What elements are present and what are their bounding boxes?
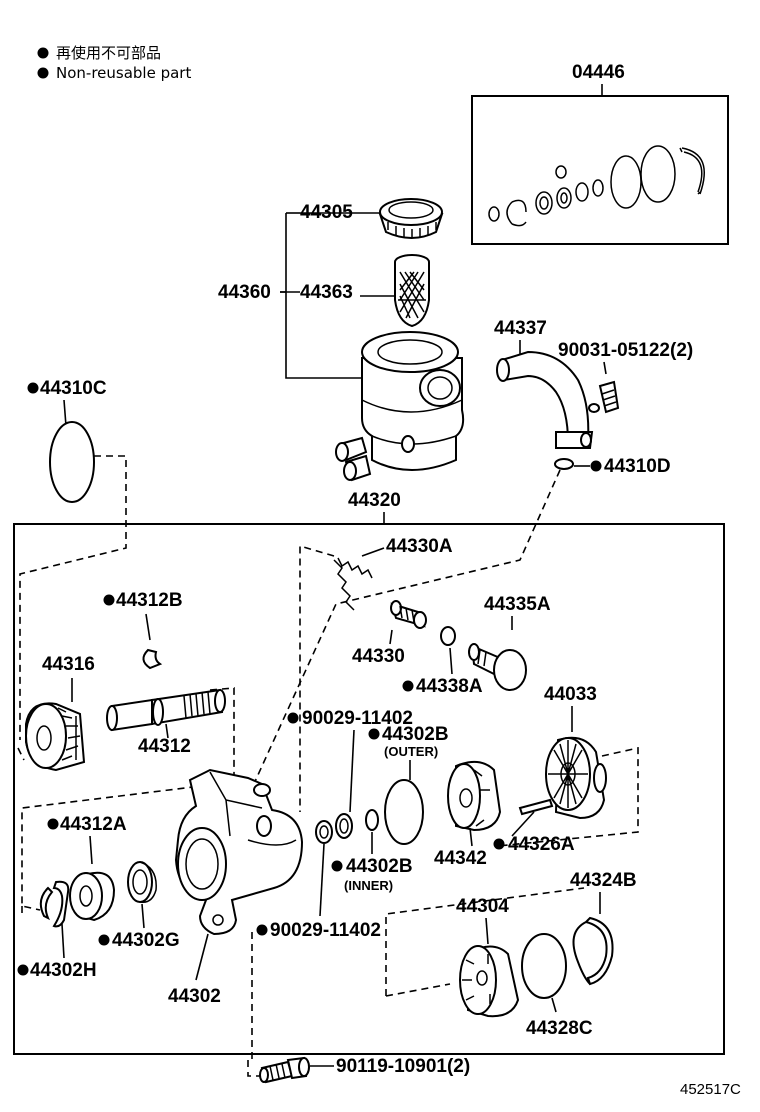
housing-44033-group: 44033 <box>497 684 639 847</box>
snap-44302h-group: 44302H <box>17 880 97 981</box>
reservoir-group: 44305 44360 44363 <box>218 198 465 482</box>
outer-note: (OUTER) <box>384 744 438 759</box>
pin-group: 44326A <box>493 798 575 855</box>
pipe-group: 44337 90031-05122(2) <box>494 318 693 449</box>
legend: 再使用不可部品 Non-reusable part <box>37 44 191 82</box>
bolt-group: 90119-10901(2) <box>247 1056 470 1084</box>
union-group: 44335A 44338A <box>402 594 551 697</box>
label-44326A: 44326A <box>508 834 575 855</box>
seal-44302g <box>127 861 153 903</box>
legend-dot <box>37 47 49 59</box>
label-44312: 44312 <box>138 736 191 757</box>
reservoir-tank <box>335 331 465 482</box>
label-44363: 44363 <box>300 282 353 303</box>
label-44310C: 44310C <box>40 378 107 399</box>
oring-44328c <box>521 933 567 999</box>
oring-90029-bottom <box>315 820 333 844</box>
kit-parts <box>488 145 705 227</box>
oring-302b-outer-group: 44302B (OUTER) <box>368 724 449 845</box>
label-44324B: 44324B <box>570 870 637 891</box>
snap-44324b-group: 44324B <box>570 870 637 986</box>
label-44033: 44033 <box>544 684 597 705</box>
label-44338A: 44338A <box>416 676 483 697</box>
oring-44302b-outer <box>384 779 424 845</box>
rotor-plate-group: 44304 <box>385 887 585 1018</box>
label-44312A: 44312A <box>60 814 127 835</box>
reservoir-cap <box>378 198 444 239</box>
snap-ring-44324b <box>572 916 614 986</box>
kit-frame <box>471 95 729 245</box>
oring-44310c <box>49 421 95 503</box>
label-44304: 44304 <box>456 896 509 917</box>
return-pipe <box>500 350 590 444</box>
label-90029-bottom: 90029-11402 <box>270 920 381 941</box>
oring-44310c-group: 44310C <box>19 378 127 740</box>
legend-dot <box>37 67 49 79</box>
label-44320: 44320 <box>348 490 401 511</box>
oring-11402-top-group: 90029-11402 <box>287 708 413 839</box>
inner-note: (INNER) <box>344 878 393 893</box>
front-housing-group: 44302 <box>168 768 304 1007</box>
strainer <box>394 254 430 328</box>
label-90031: 90031-05122(2) <box>558 340 693 361</box>
pulley-group: 44316 <box>17 654 95 772</box>
shaft <box>111 698 153 732</box>
snap-44312b-group: 44312B <box>103 590 183 670</box>
label-44360: 44360 <box>218 282 271 303</box>
shaft-group: 44312 <box>21 687 235 911</box>
label-44302: 44302 <box>168 986 221 1007</box>
oring-90029-top <box>335 813 353 839</box>
oring-44328c-group: 44328C <box>521 933 593 1039</box>
gasket-44310d-group: 44310D <box>251 456 671 789</box>
spring-group: 44330A <box>299 536 453 812</box>
overhaul-kit-group: 04446 <box>471 62 729 245</box>
label-90119: 90119-10901(2) <box>336 1056 470 1077</box>
label-44328C: 44328C <box>526 1018 593 1039</box>
label-44330: 44330 <box>352 646 405 667</box>
legend-jp: 再使用不可部品 <box>56 44 161 62</box>
label-44316: 44316 <box>42 654 95 675</box>
oring-11402-bottom-group: 44302B (INNER) 90029-11402 <box>256 809 413 941</box>
snap-ring-44312b <box>142 648 163 670</box>
label-44302B-outer: 44302B <box>382 724 449 745</box>
oring-44338a <box>440 626 456 646</box>
label-90029-top: 90029-11402 <box>302 708 413 729</box>
label-44330A: 44330A <box>386 536 453 557</box>
label-44302H: 44302H <box>30 960 97 981</box>
figure-code: 452517C <box>680 1081 741 1098</box>
cam-ring-group: 44342 <box>434 760 502 869</box>
oring-44302b-inner <box>365 809 379 831</box>
snap-44312a-group: 44312A 44302G <box>47 814 180 951</box>
valve-group: 44330 <box>352 600 427 667</box>
pin-44326a <box>518 798 554 816</box>
pump-assembly-frame <box>13 523 725 1055</box>
snap-ring-44302h <box>39 880 70 928</box>
pipe-bolt <box>598 380 620 414</box>
gasket-44310d <box>554 458 574 470</box>
label-44337: 44337 <box>494 318 547 339</box>
label-44342: 44342 <box>434 848 487 869</box>
spring <box>333 557 373 611</box>
label-44312B: 44312B <box>116 590 183 611</box>
legend-en: Non-reusable part <box>56 64 191 82</box>
label-44302B-inner: 44302B <box>346 856 413 877</box>
label-44302G: 44302G <box>112 930 180 951</box>
label-44335A: 44335A <box>484 594 551 615</box>
label-04446: 04446 <box>572 62 625 83</box>
label-44310D: 44310D <box>604 456 671 477</box>
